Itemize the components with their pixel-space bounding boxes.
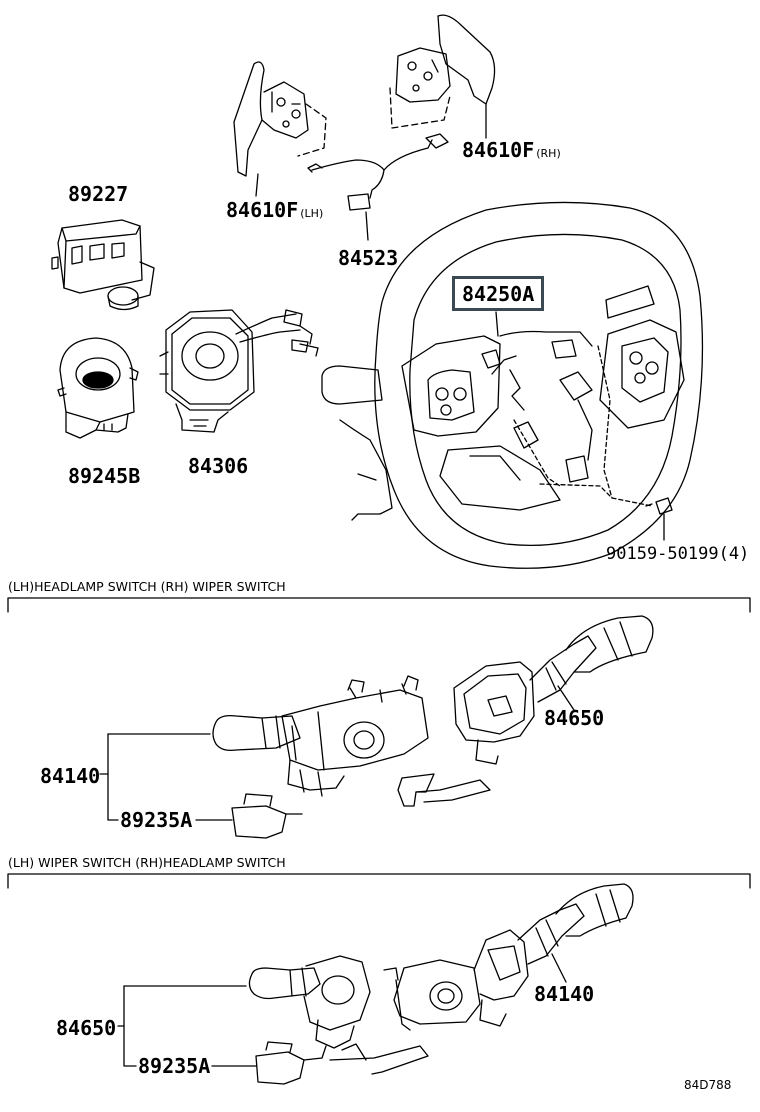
part-89245b-sensor bbox=[57, 337, 139, 439]
part-84523-harness bbox=[307, 133, 449, 241]
part-label-84140-lower: 84140 bbox=[534, 982, 595, 1006]
part-lower-combination-switch bbox=[248, 883, 634, 1075]
part-steering-wheel bbox=[321, 201, 704, 569]
section-title-lower: (LH) WIPER SWITCH (RH)HEADLAMP SWITCH bbox=[8, 855, 286, 870]
diagram-code: 84D788 bbox=[684, 1078, 732, 1092]
part-label-84250a-highlighted: 84250A bbox=[452, 276, 545, 311]
leaders-lower bbox=[117, 953, 567, 1085]
leader-dashed-rh bbox=[389, 87, 451, 129]
leaders-upper bbox=[99, 685, 575, 839]
part-number-84610f-lh: 84610F bbox=[226, 198, 299, 222]
part-label-89235a-upper: 89235A bbox=[120, 808, 193, 832]
part-84610f-rh-paddle bbox=[395, 14, 496, 139]
section-title-upper: (LH)HEADLAMP SWITCH (RH) WIPER SWITCH bbox=[8, 579, 286, 594]
part-label-84523: 84523 bbox=[338, 246, 399, 270]
part-number-84610f-rh: 84610F bbox=[462, 138, 535, 162]
part-label-84650-lower: 84650 bbox=[56, 1016, 117, 1040]
part-label-84650-upper: 84650 bbox=[544, 706, 605, 730]
part-84306-spiral-cable bbox=[159, 309, 319, 433]
side-tag-rh: (RH) bbox=[536, 147, 561, 160]
part-label-84140-upper: 84140 bbox=[40, 764, 101, 788]
part-89227-module bbox=[51, 219, 155, 311]
part-label-84610f-rh: 84610F(RH) bbox=[462, 140, 561, 160]
leader-dashed-lh bbox=[297, 103, 327, 157]
part-84610f-lh-paddle bbox=[233, 61, 309, 197]
part-label-84306: 84306 bbox=[188, 454, 249, 478]
part-upper-combination-switch bbox=[212, 615, 654, 807]
side-tag-lh: (LH) bbox=[300, 207, 324, 220]
part-label-89235a-lower: 89235A bbox=[138, 1054, 211, 1078]
section-divider-lower bbox=[7, 873, 751, 889]
part-label-89227: 89227 bbox=[68, 182, 129, 206]
part-label-90159-50199: 90159-50199(4) bbox=[606, 544, 750, 564]
part-label-89245b: 89245B bbox=[68, 464, 141, 488]
section-divider-upper bbox=[7, 597, 751, 613]
part-label-84610f-lh: 84610F(LH) bbox=[226, 200, 323, 220]
leader-84250a bbox=[495, 311, 499, 337]
